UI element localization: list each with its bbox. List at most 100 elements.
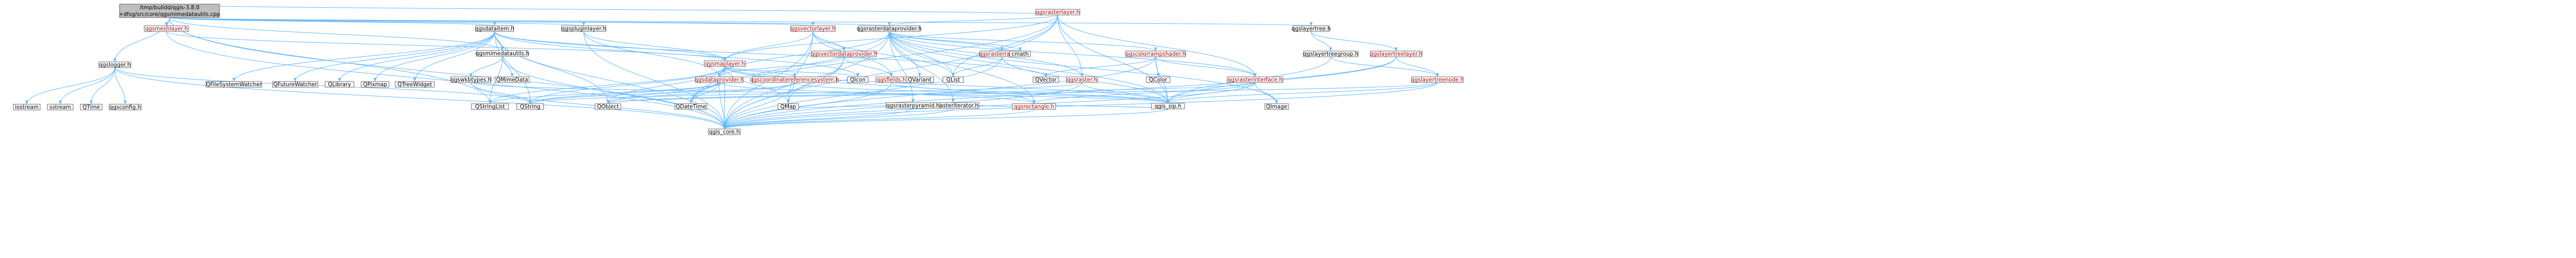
- node-box: [13, 104, 41, 110]
- edge-qgsmaplayer-to-QIcon: [724, 66, 859, 77]
- node-box: [80, 104, 103, 110]
- node-cmath[interactable]: cmath: [1009, 51, 1031, 57]
- node-qgsconfig[interactable]: qgsconfig.h: [109, 104, 142, 110]
- node-QImage[interactable]: QImage: [1264, 103, 1289, 110]
- edge-qgslayertreegroup-to-qgslayertreenode: [1330, 56, 1439, 77]
- edge-qgsvectorlayer-to-qgsmaplayer: [723, 31, 814, 61]
- node-label: qgsrasteriterator.h: [928, 103, 978, 109]
- node-label: QMimeData: [496, 77, 528, 83]
- node-box: [875, 76, 907, 83]
- node-qgsmimedatautils[interactable]: qgsmimedatautils.h: [476, 50, 529, 57]
- edge-qgsdataprovider-to-QString: [529, 82, 720, 104]
- node-qgsvectordataprovider[interactable]: qgsvectordataprovider.h: [811, 51, 877, 57]
- node-box: [1370, 51, 1422, 57]
- node-qgsrasterpyramid[interactable]: qgsrasterpyramid.h: [886, 102, 940, 109]
- node-qgslogger[interactable]: qgslogger.h: [98, 61, 131, 68]
- edge-qgsdataitem-to-QFutureWatcher: [294, 31, 495, 82]
- node-qgsrectangle[interactable]: qgsrectangle.h: [1012, 103, 1056, 110]
- node-qgslayertreenode[interactable]: qgslayertreenode.h: [1411, 76, 1464, 83]
- node-qgslayertree[interactable]: qgslayertree.h: [1292, 25, 1331, 32]
- node-label: QTime: [82, 104, 100, 110]
- node-QTime[interactable]: QTime: [80, 104, 103, 110]
- edge-qgslogger-to-qgsconfig: [114, 67, 127, 105]
- edge-root-to-qgslayertree: [169, 17, 1312, 26]
- edge-qgsdataitem-to-QPixmap: [374, 31, 495, 82]
- node-QFutureWatcher[interactable]: QFutureWatcher: [272, 81, 318, 88]
- node-label: qgsmimedatautils.h: [476, 51, 529, 57]
- node-qgis_core[interactable]: qgis_core.h: [708, 128, 741, 135]
- node-iostream[interactable]: iostream: [13, 104, 41, 110]
- edge-qgsmaplayer-to-QDateTime: [689, 66, 725, 104]
- edge-qgscoordinatereferencesystem-to-qgis_sip: [794, 82, 1170, 104]
- edge-root-to-qgis_core: [169, 17, 726, 130]
- node-qgswkbtypes[interactable]: qgswkbtypes.h: [450, 76, 492, 83]
- node-QMimeData[interactable]: QMimeData: [495, 76, 530, 83]
- node-box: [811, 51, 877, 57]
- node-label: QDateTime: [675, 104, 706, 110]
- node-qgslayertreegroup[interactable]: qgslayertreegroup.h: [1303, 51, 1359, 57]
- edge-qgsvectorlayer-to-QList: [812, 31, 955, 77]
- node-label: cmath: [1011, 51, 1028, 57]
- node-QFileSystemWatcher[interactable]: QFileSystemWatcher: [206, 81, 262, 88]
- node-qgsvectorlayer[interactable]: qgsvectorlayer.h: [790, 25, 836, 32]
- node-label: QIcon: [850, 77, 866, 83]
- node-qgsfields[interactable]: qgsfields.h: [875, 76, 907, 83]
- node-qgsrasterinterface[interactable]: qgsrasterinterface.h: [1227, 76, 1283, 83]
- node-QIcon[interactable]: QIcon: [847, 76, 869, 83]
- node-qgsmeshlayer[interactable]: qgsmeshlayer.h: [144, 25, 189, 32]
- node-label: qgsmaplayer.h: [705, 61, 745, 67]
- node-label: sstream: [49, 104, 71, 110]
- node-qgscolorrampshader[interactable]: qgscolorrampshader.h: [1125, 51, 1186, 57]
- node-QLibrary[interactable]: QLibrary: [325, 81, 354, 88]
- node-label: QList: [946, 77, 960, 83]
- node-box: [674, 103, 707, 110]
- node-label: QLibrary: [328, 82, 351, 88]
- node-QStringList[interactable]: QStringList: [471, 103, 509, 110]
- edge-qgsrasterdataprovider-to-QImage: [889, 31, 1278, 104]
- node-label: QVector: [1035, 77, 1057, 83]
- node-qgsraster[interactable]: qgsraster.h: [1066, 76, 1098, 83]
- node-qgsdataprovider[interactable]: qgsdataprovider.h: [694, 76, 744, 83]
- edge-qgsmimedatautils-to-qgswkbtypes: [469, 56, 503, 77]
- node-QVariant[interactable]: QVariant: [905, 76, 934, 83]
- node-QMap[interactable]: QMap: [777, 103, 799, 110]
- node-QVector[interactable]: QVector: [1032, 76, 1059, 83]
- node-box: [450, 76, 492, 83]
- node-layer: /tmp/buildd/qgis-3.8.0+dfsg/src/core/qgs…: [13, 4, 1464, 135]
- node-label: QMap: [781, 104, 796, 110]
- edge-qgslayertreelayer-to-qgslayertreenode: [1396, 56, 1439, 77]
- edge-qgslayertreenode-to-QObject: [606, 82, 1438, 104]
- node-label: qgsrasterpyramid.h: [886, 103, 939, 109]
- node-box: [1125, 51, 1186, 57]
- node-root: /tmp/buildd/qgis-3.8.0+dfsg/src/core/qgs…: [119, 4, 221, 18]
- node-label: qgsmeshlayer.h: [145, 26, 188, 32]
- node-qgslayertreelayer[interactable]: qgslayertreelayer.h: [1370, 51, 1422, 57]
- node-QObject[interactable]: QObject: [595, 103, 621, 110]
- node-QTreeWidget[interactable]: QTreeWidget: [395, 81, 435, 88]
- node-QPixmap[interactable]: QPixmap: [361, 81, 389, 88]
- edge-qgsmaplayer-to-qgscoordinatereferencesystem: [724, 66, 796, 77]
- node-qgscoordinatereferencesystem[interactable]: qgscoordinatereferencesystem.h: [750, 76, 839, 83]
- edge-qgspluginlayer-to-qgsmaplayer: [583, 31, 726, 61]
- edge-qgsrasterdataprovider-to-QList: [889, 31, 955, 77]
- node-label: QColor: [1149, 77, 1167, 83]
- edge-qgslayertreenode-to-qgis_sip: [1166, 82, 1438, 104]
- node-qgsmaplayer[interactable]: qgsmaplayer.h: [704, 60, 746, 67]
- node-QDateTime[interactable]: QDateTime: [674, 103, 707, 110]
- node-box: [790, 25, 836, 32]
- node-QColor[interactable]: QColor: [1146, 76, 1171, 83]
- edge-qgsvectordataprovider-to-qgis_core: [723, 56, 844, 130]
- node-qgsrasterdataprovider[interactable]: qgsrasterdataprovider.h: [857, 25, 922, 32]
- node-qgsdataitem[interactable]: qgsdataitem.h: [475, 25, 514, 32]
- node-qgspluginlayer[interactable]: qgspluginlayer.h: [561, 25, 606, 32]
- edge-qgspluginlayer-to-qgis_core: [583, 31, 726, 130]
- edge-qgsrasteriterator-to-qgis_core: [723, 108, 954, 130]
- node-QString[interactable]: QString: [516, 103, 544, 110]
- edge-qgsrasterdataprovider-to-qgsrectangle: [889, 31, 1036, 104]
- node-sstream[interactable]: sstream: [47, 104, 74, 110]
- node-QList[interactable]: QList: [942, 76, 964, 83]
- node-qgis_sip[interactable]: qgis_sip.h: [1151, 103, 1185, 109]
- edge-qgsrasterdataprovider-to-cmath: [889, 31, 1022, 52]
- node-label: QObject: [597, 104, 619, 110]
- node-qgsrasterlayer[interactable]: qgsrasterlayer.h: [1035, 9, 1080, 15]
